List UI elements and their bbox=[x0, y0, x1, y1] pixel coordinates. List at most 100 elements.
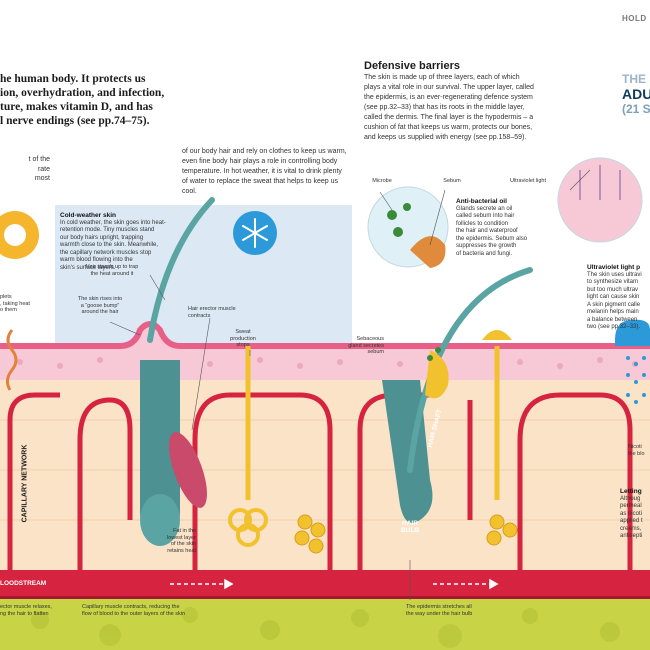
label-line: production bbox=[230, 335, 256, 342]
body-line: t of the bbox=[28, 156, 50, 163]
label-line: the way under the hair bulb bbox=[406, 610, 473, 617]
label-line: stops bbox=[236, 342, 250, 348]
droplets-label: plets , taking heat o them bbox=[0, 294, 40, 314]
fat-globules bbox=[294, 514, 518, 554]
label-line: sebum bbox=[367, 349, 384, 355]
label-line: Nicoti bbox=[628, 444, 642, 450]
intro-line: he human body. It protects us bbox=[0, 73, 146, 85]
capillary-contracts-label: Capillary muscle contracts, reducing the… bbox=[82, 604, 222, 617]
cold-weather-title: Cold-weather skin bbox=[60, 212, 116, 219]
goose-bump-label: The skin rises into a “goose bump” aroun… bbox=[65, 296, 135, 316]
ultraviolet-box: Ultraviolet light p The skin uses ultrav… bbox=[587, 264, 650, 332]
body-line: The skin is made up of three layers, eac… bbox=[364, 74, 520, 81]
body-line: (see pp.32–33) that has its roots in the… bbox=[364, 104, 525, 111]
fat-label: Fat in the lowest layer of the skin reta… bbox=[152, 528, 196, 554]
body-line: the epidermis, is an ever-regenerating d… bbox=[364, 94, 533, 101]
label-line: around the hair bbox=[81, 309, 119, 315]
epidermis-stretches-label: The epidermis stretches all the way unde… bbox=[406, 604, 496, 617]
label-line: gland secretes bbox=[348, 342, 384, 349]
erector-contracts-label: Hair erector muscle contracts bbox=[188, 306, 258, 319]
label-line: the heat around it bbox=[90, 270, 134, 277]
blood-flow-arrows bbox=[170, 578, 499, 590]
snowflake-icon bbox=[233, 211, 277, 255]
body-line: and keeps us supplied with energy (see p… bbox=[364, 134, 527, 141]
sebum-drop bbox=[410, 236, 446, 268]
body-line: warm blood flowing into the bbox=[60, 257, 133, 263]
bloodstream-band bbox=[0, 570, 650, 598]
label-line: ector muscle relaxes, bbox=[0, 604, 52, 610]
body-line: creams, bbox=[620, 525, 642, 532]
label-line: of the skin bbox=[170, 541, 196, 547]
anti-bacterial-title: Anti-bacterial oil bbox=[456, 198, 507, 205]
intro-line: l nerve endings (see pp.74–75). bbox=[0, 115, 150, 127]
sebaceous-label: Sebaceous gland secretes sebum bbox=[332, 336, 384, 356]
body-line: permeal bbox=[620, 503, 642, 509]
applied-cream-blob bbox=[615, 319, 650, 346]
label-line: The skin rises into bbox=[77, 296, 123, 302]
body-line: of water to replace the sweat that helps… bbox=[182, 178, 339, 195]
left-column-text: t of the rate most bbox=[0, 155, 50, 184]
raised-hair bbox=[147, 197, 215, 343]
side-box-line: (21 S bbox=[622, 102, 650, 116]
sebum-label: Sebum bbox=[443, 178, 461, 184]
label-line: Sebaceous bbox=[356, 336, 384, 342]
hypodermis-texture bbox=[31, 607, 620, 648]
defensive-barriers-title: Defensive barriers bbox=[364, 60, 460, 72]
middle-column-text: of our body hair and rely on clothes to … bbox=[182, 147, 352, 197]
label-line: lowest layer bbox=[166, 534, 196, 541]
body-line: as nicoti bbox=[620, 510, 643, 517]
body-line: called sebum into hair bbox=[456, 213, 515, 219]
sweat-pore-right bbox=[482, 330, 512, 340]
capillary-network-label: CAPILLARY NETWORK bbox=[21, 444, 29, 523]
label-line: The epidermis stretches all bbox=[406, 604, 472, 610]
body-line: applied t bbox=[620, 518, 643, 524]
body-line: plays a vital role in our survival. The … bbox=[364, 84, 534, 91]
body-line: Glands secrete an oil bbox=[456, 205, 513, 212]
body-line: to synthesize vitam bbox=[587, 279, 639, 285]
label-line: flow of blood to the outer layers of the… bbox=[82, 610, 186, 617]
label-line: Fat in the bbox=[173, 528, 196, 534]
sun-icon bbox=[0, 211, 39, 259]
cold-weather-sky-band bbox=[55, 205, 352, 355]
body-line: the capillary network muscles stop bbox=[60, 249, 152, 256]
body-line: A skin pigment calle bbox=[587, 301, 641, 308]
body-line: rate bbox=[37, 165, 50, 173]
label-line: ng the hair to flatten bbox=[0, 610, 49, 617]
side-box-line: ADU bbox=[622, 86, 650, 102]
body-line: of our body hair and rely on clothes to … bbox=[182, 148, 347, 155]
sebaceous-gland bbox=[425, 350, 449, 399]
bloodstream-label: LOODSTREAM bbox=[0, 580, 47, 587]
body-line: melanin helps main bbox=[587, 309, 639, 315]
uv-rays bbox=[579, 165, 621, 200]
body-line: Althoug bbox=[620, 495, 641, 502]
body-line: warmth close to the skin. Meanwhile, bbox=[60, 242, 159, 248]
body-line: the epidermis. Sebum also bbox=[456, 235, 528, 242]
label-line: retains heat bbox=[167, 547, 196, 554]
body-line: even fine body hair plays a role in cont… bbox=[182, 158, 338, 165]
body-line: a balance between bbox=[587, 316, 638, 323]
hair-erector-muscle bbox=[169, 432, 207, 508]
body-line: light can cause skin bbox=[587, 294, 640, 300]
label-line: contracts bbox=[188, 312, 211, 319]
sweat-stops-label: Sweat production stops bbox=[222, 329, 264, 349]
label-line: plets bbox=[0, 294, 12, 300]
label-line: o them bbox=[0, 307, 17, 313]
side-box-line: THE S bbox=[622, 72, 650, 86]
label-line: Hair erector muscle bbox=[188, 306, 236, 312]
body-line: In cold weather, the skin goes into heat… bbox=[60, 219, 166, 226]
label-line: Capillary muscle contracts, reducing the bbox=[82, 604, 180, 610]
side-box-title: THE S ADU (21 S bbox=[622, 72, 650, 116]
label-line: Hair stands up to trap bbox=[85, 264, 139, 270]
body-line: the hair and waterproof bbox=[456, 228, 518, 234]
body-line: suppresses the growth bbox=[456, 243, 517, 249]
nicotine-label: Nicoti the blo bbox=[628, 444, 650, 457]
body-line: antisepti bbox=[620, 533, 643, 539]
label-line: , taking heat bbox=[0, 300, 30, 307]
running-head: HOLD bbox=[622, 14, 647, 23]
body-line: follicles to condition bbox=[456, 220, 509, 227]
ultraviolet-light-label: Ultraviolet light bbox=[509, 178, 547, 184]
defensive-barriers-body: The skin is made up of three layers, eac… bbox=[364, 73, 590, 143]
label-line: Sweat bbox=[235, 329, 251, 335]
hair-bulb-label: HAIR BULB bbox=[395, 520, 425, 534]
